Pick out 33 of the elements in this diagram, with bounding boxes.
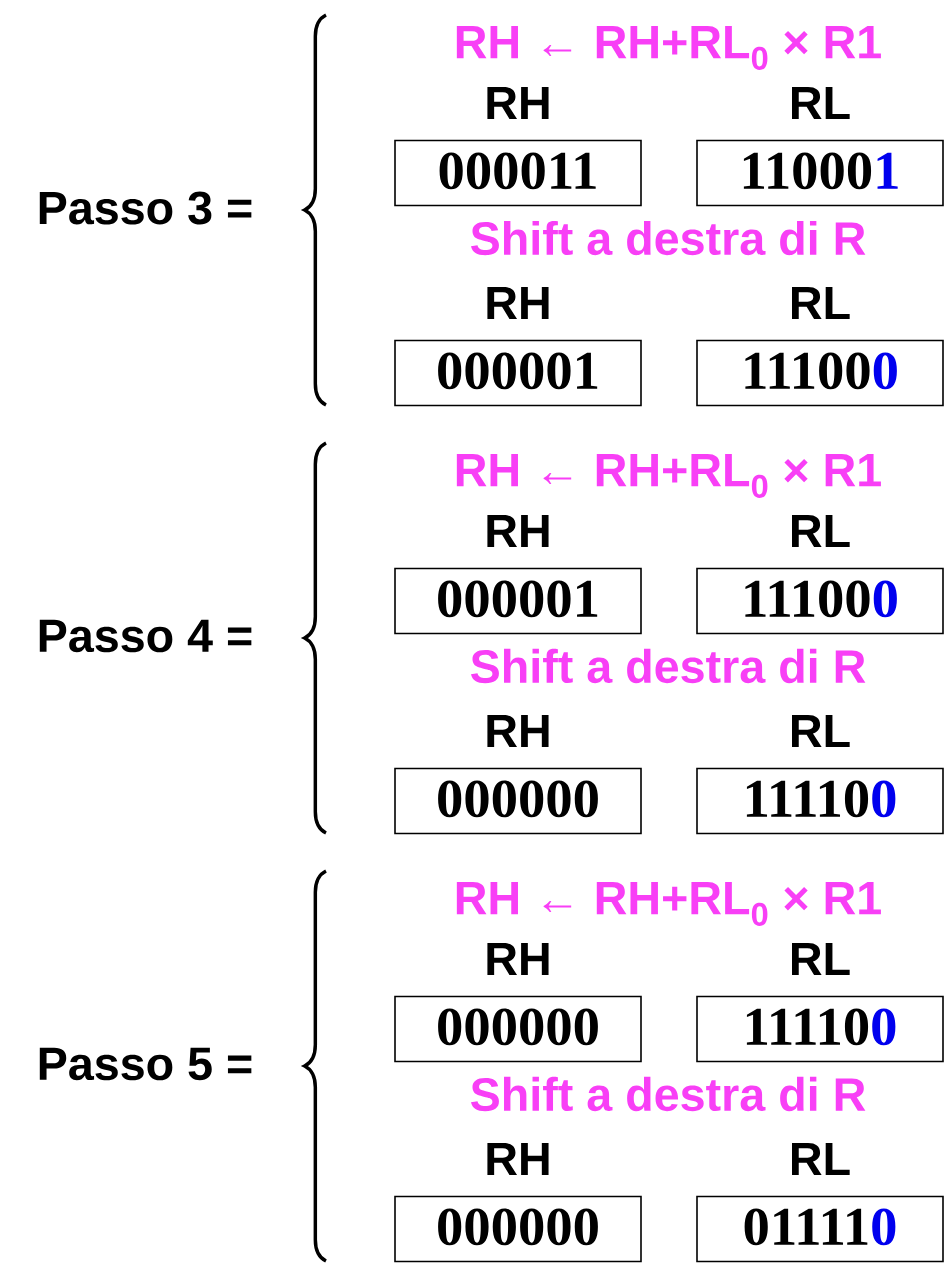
register-label: RL xyxy=(792,942,850,976)
register-label: RL xyxy=(792,286,850,320)
operation-text: Shift a destra di R xyxy=(470,648,866,684)
operation-text: RH ← RH+RL$_{0}$ × R1 xyxy=(456,882,881,926)
operation-text: RH ← RH+RL$_{0}$ × R1 xyxy=(456,26,881,70)
step-label: Passo 4 = xyxy=(39,619,252,653)
register-box: 011110 xyxy=(696,1195,944,1263)
register-label: RH xyxy=(487,86,549,120)
register-box: 000000 xyxy=(394,995,642,1063)
operation-text: Shift a destra di R xyxy=(470,220,866,256)
register-box: 110001 xyxy=(696,139,944,207)
step-label: Passo 5 = xyxy=(39,1047,252,1081)
register-box: 000011 xyxy=(394,139,642,207)
register-label: RH xyxy=(487,514,549,548)
register-label: RH xyxy=(487,942,549,976)
register-box: 000000 xyxy=(394,767,642,835)
step-label: Passo 3 = xyxy=(39,191,252,225)
register-box: 111000 xyxy=(696,339,944,407)
register-label: RL xyxy=(792,86,850,120)
register-label: RL xyxy=(792,1142,850,1176)
register-label: RH xyxy=(487,286,549,320)
register-label: RL xyxy=(792,714,850,748)
register-box: 111100 xyxy=(696,995,944,1063)
register-box: 111100 xyxy=(696,767,944,835)
register-label: RH xyxy=(487,1142,549,1176)
register-label: RL xyxy=(792,514,850,548)
operation-text: Shift a destra di R xyxy=(470,1076,866,1112)
register-box: 000000 xyxy=(394,1195,642,1263)
register-label: RH xyxy=(487,714,549,748)
register-box: 000001 xyxy=(394,567,642,635)
register-box: 111000 xyxy=(696,567,944,635)
operation-text: RH ← RH+RL$_{0}$ × R1 xyxy=(456,454,881,498)
register-box: 000001 xyxy=(394,339,642,407)
